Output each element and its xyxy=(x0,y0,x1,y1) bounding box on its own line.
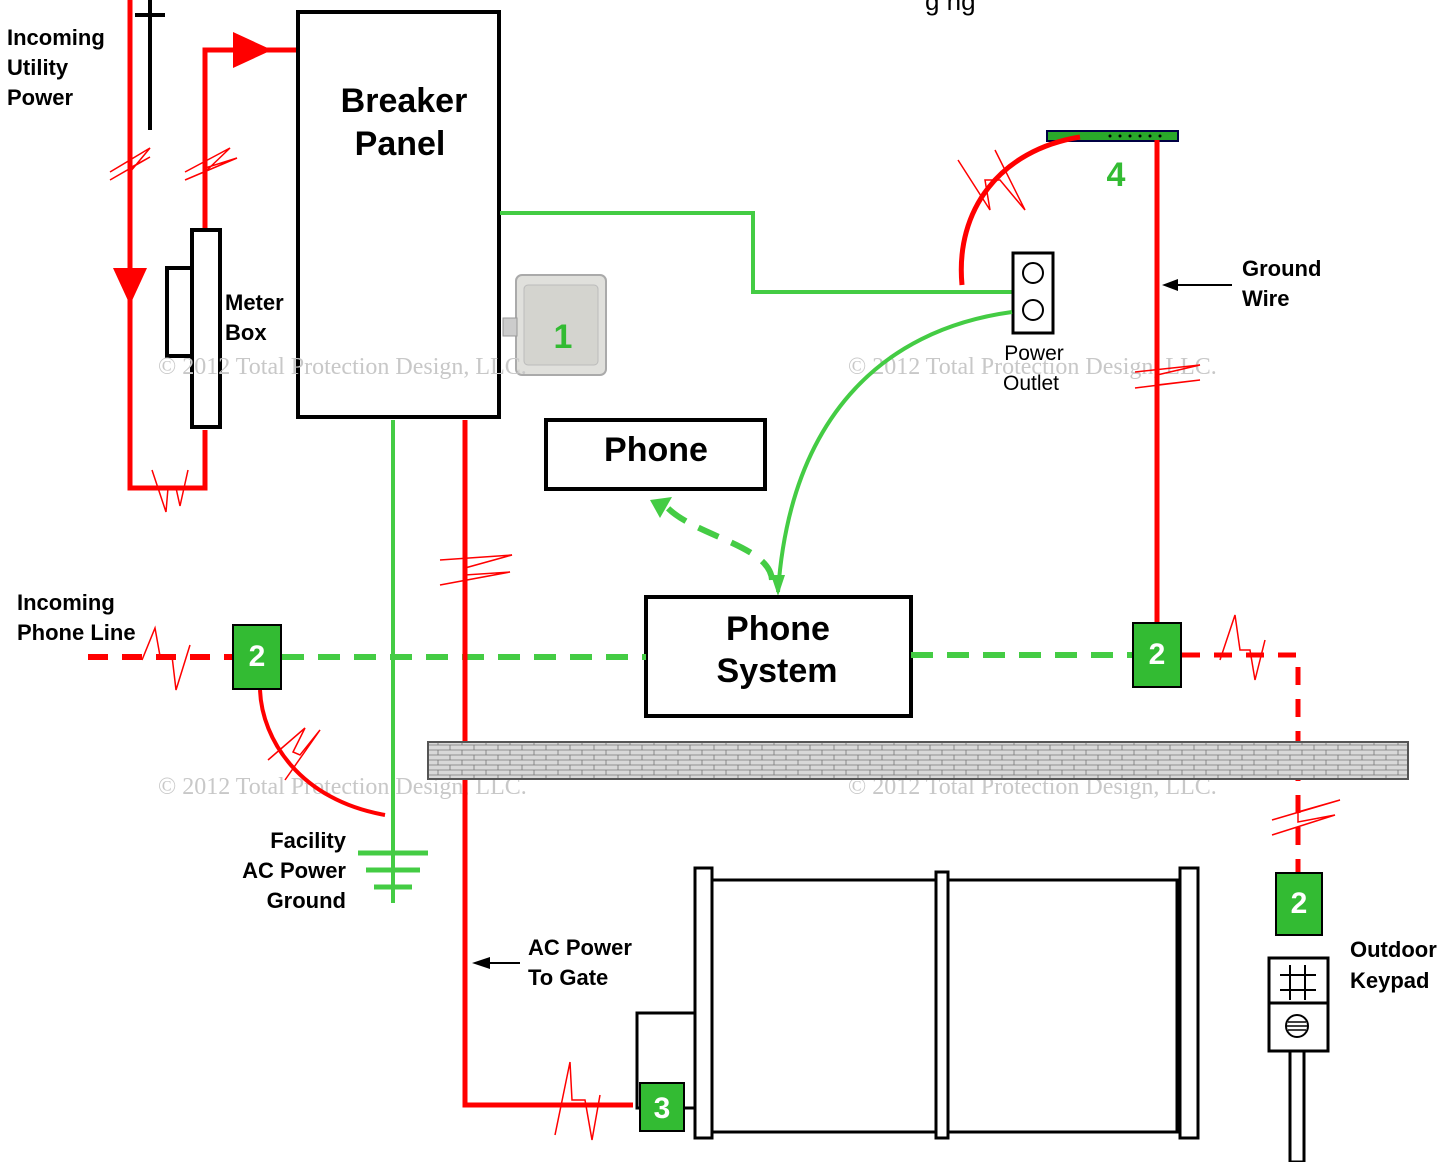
incoming-power-label-line3: Power xyxy=(7,85,73,110)
badge-1: 1 xyxy=(554,318,573,356)
phone-box xyxy=(544,418,767,491)
protector-ground-arc xyxy=(258,689,386,817)
left-arrow-icon xyxy=(472,957,490,969)
ground-wire-label-line1: Ground xyxy=(1242,256,1321,281)
gate xyxy=(635,866,1200,1140)
phone-label: Phone xyxy=(604,431,708,469)
badge-2-phone-entrance: 2 xyxy=(232,624,282,690)
breaker-panel-label-line2: Panel xyxy=(355,125,446,163)
keypad-phone-line xyxy=(1182,652,1301,935)
badge-2-keypad: 2 xyxy=(1275,872,1323,936)
outdoor-keypad-icon xyxy=(1267,956,1330,1162)
top-cutoff-text: g ng xyxy=(925,0,976,16)
brick-wall xyxy=(427,741,1409,780)
incoming-power-label-line1: Incoming xyxy=(7,25,105,50)
ac-power-label-line1: AC Power xyxy=(528,935,632,960)
surge-zigzag-icon xyxy=(141,625,191,691)
power-outlet-label-line1: Power xyxy=(1004,342,1064,365)
badge-2-ground-wire: 2 xyxy=(1132,622,1182,688)
utility-pole-icon xyxy=(135,0,165,130)
breaker-panel xyxy=(296,10,501,419)
facility-ground-label-line3: Ground xyxy=(267,888,346,913)
badge-2-ground-wire-text: 2 xyxy=(1149,638,1166,671)
surge-zigzag-icon xyxy=(1271,799,1341,836)
incoming-phone-label-line2: Phone Line xyxy=(17,620,136,645)
down-arrow-icon xyxy=(113,268,147,305)
outdoor-keypad-label-line1: Outdoor xyxy=(1350,937,1437,962)
incoming-power-label-line2: Utility xyxy=(7,55,69,80)
meter-box xyxy=(165,228,222,429)
down-arrow-icon xyxy=(771,575,785,596)
ac-power-to-gate-wire xyxy=(462,420,633,1108)
watermark-top-left: © 2012 Total Protection Design, LLC. xyxy=(158,354,527,380)
meter-label-line1: Meter xyxy=(225,290,284,315)
power-strip-icon xyxy=(1046,130,1179,142)
left-arrow-icon xyxy=(1162,279,1178,291)
outlet-to-strip-arc xyxy=(958,134,1081,286)
facility-ground-label-line2: AC Power xyxy=(242,858,346,883)
phone-system-label-line1: Phone xyxy=(726,610,830,648)
surge-zigzag-icon xyxy=(439,554,513,586)
surge-zigzag-icon xyxy=(957,149,1026,211)
up-arrow-icon xyxy=(650,497,672,518)
meter-label-line2: Box xyxy=(225,320,267,345)
surge-zigzag-icon xyxy=(554,1061,601,1141)
badge-2-phone-entrance-text: 2 xyxy=(249,640,266,673)
badge-3-gate-operator: 3 xyxy=(639,1082,685,1132)
panel-to-outlet-wire xyxy=(500,211,1012,294)
badge-3-text: 3 xyxy=(654,1092,671,1125)
facility-ground-label-line1: Facility xyxy=(270,828,347,853)
outdoor-keypad-label-line2: Keypad xyxy=(1350,968,1429,993)
badge-4: 4 xyxy=(1107,156,1126,194)
ground-symbol-icon xyxy=(358,850,428,890)
ac-power-label-line2: To Gate xyxy=(528,965,608,990)
surge-zigzag-icon xyxy=(1219,614,1266,681)
power-outlet xyxy=(1011,251,1055,335)
phone-system-label-line2: System xyxy=(717,652,838,690)
surge-zigzag-icon xyxy=(109,147,151,181)
surge-zigzag-icon xyxy=(267,727,321,781)
incoming-phone-label-line1: Incoming xyxy=(17,590,115,615)
breaker-panel-label-line1: Breaker xyxy=(341,82,468,120)
panel-surge-protector-icon xyxy=(502,274,607,376)
surge-zigzag-icon xyxy=(151,469,189,513)
surge-zigzag-icon xyxy=(184,147,238,181)
badge-2-keypad-text: 2 xyxy=(1291,887,1308,920)
surge-zigzag-icon xyxy=(1134,364,1201,389)
outlet-to-phone-system-wire xyxy=(776,310,1013,593)
right-arrow-icon xyxy=(233,32,272,68)
ground-wire-label-line2: Wire xyxy=(1242,286,1289,311)
phone-system-to-phone-link xyxy=(662,502,775,581)
power-outlet-label-line2: Outlet xyxy=(1003,372,1059,395)
